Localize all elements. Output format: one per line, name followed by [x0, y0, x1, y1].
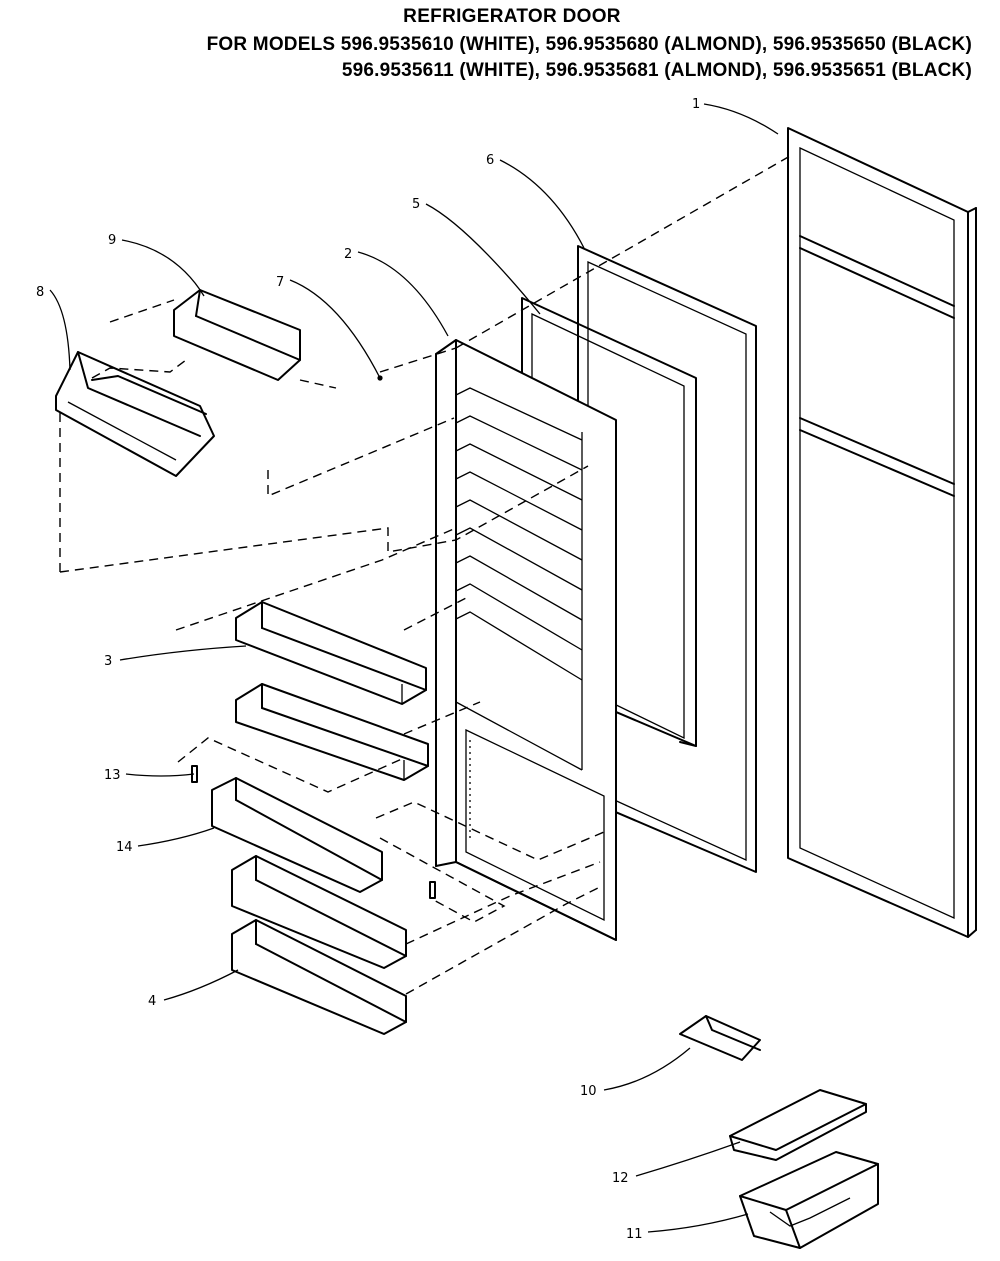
dairy-door-lid [109, 289, 337, 389]
assembly-alignment-lines [59, 155, 791, 995]
upper-door-shelf-2 [235, 683, 429, 781]
upper-door-shelf-1 [235, 601, 427, 705]
ice-tray-lid [729, 1089, 867, 1161]
diagram-title: REFRIGERATOR DOOR [403, 6, 621, 27]
callout-4: 4 [148, 994, 156, 1009]
callout-2: 2 [344, 247, 352, 262]
callout-8: 8 [36, 285, 44, 300]
callout-5: 5 [412, 197, 420, 212]
outer-door-panel [787, 127, 977, 938]
dairy-housing [55, 351, 215, 477]
callout-6: 6 [486, 153, 494, 168]
ice-tray [739, 1151, 879, 1249]
callout-11: 11 [626, 1227, 643, 1242]
callout-leaders [49, 103, 779, 1233]
callout-14: 14 [116, 840, 133, 855]
inner-door-liner [435, 339, 617, 941]
callout-10: 10 [580, 1084, 597, 1099]
model-list-line-1: FOR MODELS 596.9535610 (WHITE), 596.9535… [206, 34, 972, 55]
bottom-door-shelf-2 [231, 919, 407, 1035]
callout-3: 3 [104, 654, 112, 669]
bottom-door-shelf-1 [231, 855, 407, 969]
callout-1: 1 [692, 97, 700, 112]
callout-12: 12 [612, 1171, 629, 1186]
liner-shelf-ribs [455, 387, 583, 681]
callout-7: 7 [276, 275, 284, 290]
callout-9: 9 [108, 233, 116, 248]
callout-13: 13 [104, 768, 121, 783]
callout-numbers: 1 6 5 2 7 9 8 3 13 14 4 10 12 11 [36, 97, 700, 1242]
lower-door-shelf [211, 777, 383, 893]
model-list-line-2: 596.9535611 (WHITE), 596.9535681 (ALMOND… [341, 60, 972, 81]
egg-tray [679, 1015, 761, 1061]
